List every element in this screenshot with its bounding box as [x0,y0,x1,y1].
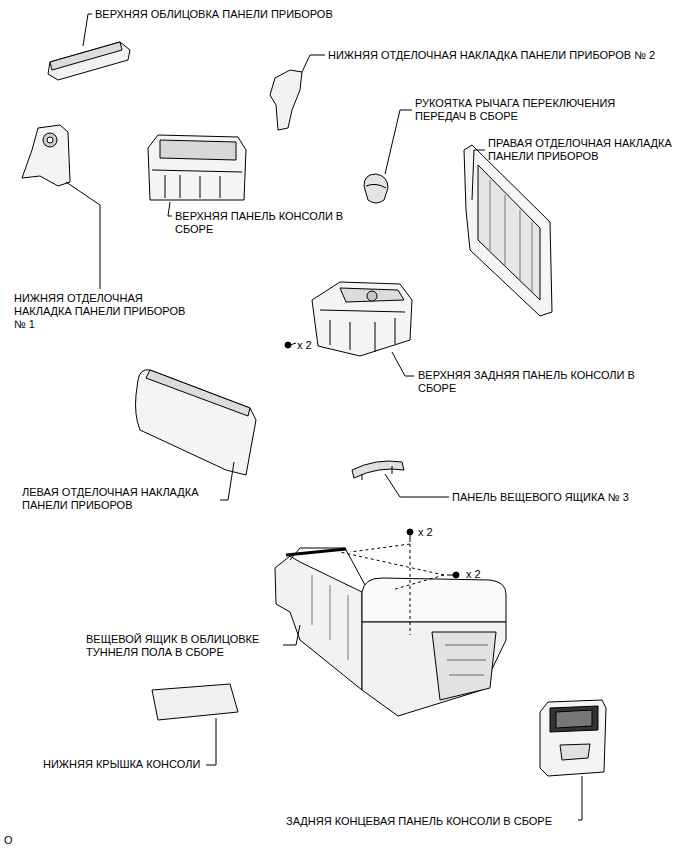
part-name: ПАНЕЛЬ ВЕЩЕВОГО ЯЩИКА № 3 [452,491,629,504]
part-name: ВЕРХНЯЯ ЗАДНЯЯ ПАНЕЛЬ КОНСОЛИ В СБОРЕ [418,369,673,395]
part-name: ВЕРХНЯЯ ПАНЕЛЬ КОНСОЛИ В СБОРЕ [175,210,355,236]
figure-id: O [4,834,13,847]
part-name: НИЖНЯЯ КРЫШКА КОНСОЛИ [43,758,200,771]
quantity: x 2 [297,339,312,352]
part-name: ВЕЩЕВОЙ ЯЩИК В ОБЛИЦОВКЕ ТУННЕЛЯ ПОЛА В … [86,633,286,659]
part-name: ЗАДНЯЯ КОНЦЕВАЯ ПАНЕЛЬ КОНСОЛИ В СБОРЕ [286,815,552,828]
part-name: ПРАВАЯ ОТДЕЛОЧНАЯ НАКЛАДКА ПАНЕЛИ ПРИБОР… [488,137,678,163]
part-name: РУКОЯТКА РЫЧАГА ПЕРЕКЛЮЧЕНИЯ ПЕРЕДАЧ В С… [415,97,627,123]
part-name: ВЕРХНЯЯ ОБЛИЦОВКА ПАНЕЛИ ПРИБОРОВ [95,8,333,21]
part-name: НИЖНЯЯ ОТДЕЛОЧНАЯ НАКЛАДКА ПАНЕЛИ ПРИБОР… [328,49,655,62]
part-name: НИЖНЯЯ ОТДЕЛОЧНАЯ НАКЛАДКА ПАНЕЛИ ПРИБОР… [14,292,186,331]
part-name: ЛЕВАЯ ОТДЕЛОЧНАЯ НАКЛАДКА ПАНЕЛИ ПРИБОРО… [22,486,208,512]
quantity: x 2 [466,568,481,581]
quantity: x 2 [418,526,433,539]
